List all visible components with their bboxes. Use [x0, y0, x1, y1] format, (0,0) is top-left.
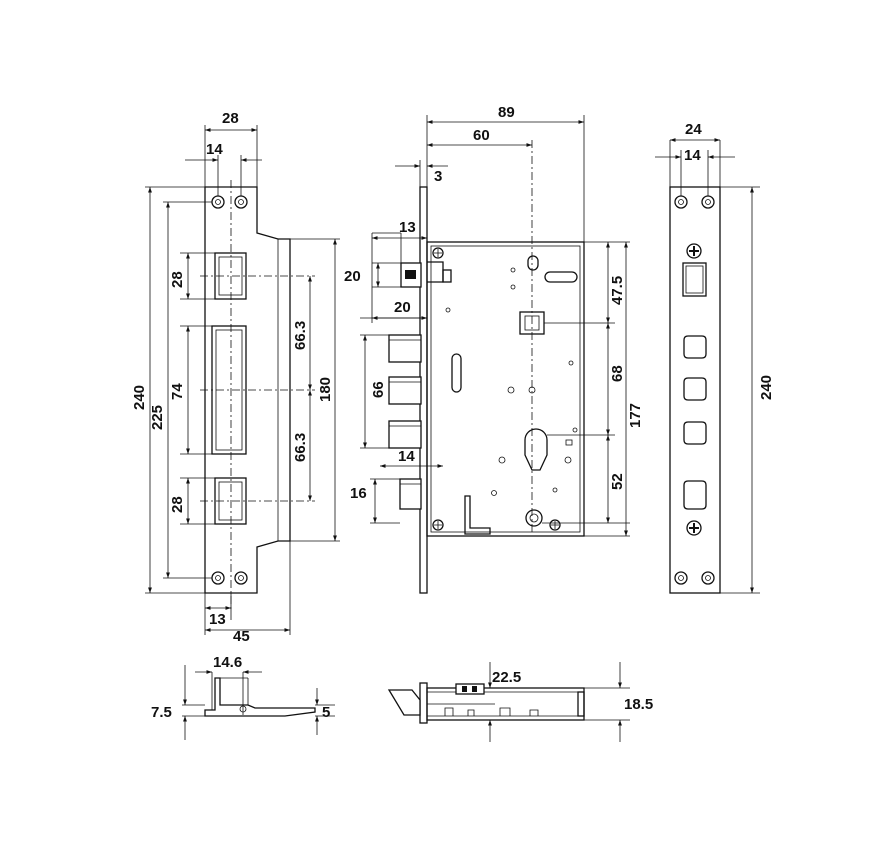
faceplate-outline: [669, 186, 721, 594]
dim-strike-45: 45: [233, 628, 250, 645]
dim-strike-window-74: 74: [169, 383, 186, 400]
dim-lock-20-height: 20: [344, 268, 361, 285]
dim-lock-66: 66: [370, 381, 387, 398]
dim-faceplate-24: 24: [685, 121, 702, 138]
dim-strike-hole-span-225: 225: [149, 405, 166, 430]
strike-plate-front-view: 28 14 240 225 28 28 74 66.3 66.3 180 13 …: [131, 110, 340, 645]
dim-lock-68: 68: [609, 365, 626, 382]
dim-lock-60: 60: [473, 127, 490, 144]
lock-case: [426, 241, 585, 537]
lock-body-view: 89 60 3 13 20 20 66 14 16 47.5 68 177 52: [344, 104, 644, 594]
dim-strike-hole-14: 14: [206, 141, 223, 158]
dim-lock-bottom-18-5: 18.5: [624, 696, 653, 713]
dim-strike-cut-top-28: 28: [169, 271, 186, 288]
dim-strike-66-3-top: 66.3: [292, 321, 309, 350]
dim-lock-bottom-22-5: 22.5: [492, 669, 521, 686]
cylinder-cutout: [524, 428, 548, 471]
dim-lock-177: 177: [627, 403, 644, 428]
dim-lock-3: 3: [434, 168, 442, 185]
dim-lock-14: 14: [398, 448, 415, 465]
dim-strike-13: 13: [209, 611, 226, 628]
dim-strike-width-28: 28: [222, 110, 239, 127]
dim-lock-52: 52: [609, 473, 626, 490]
dim-strike-side-14-6: 14.6: [213, 654, 242, 671]
dim-faceplate-240: 240: [758, 375, 775, 400]
dim-strike-side-7-5: 7.5: [151, 704, 172, 721]
lock-bottom-view: 22.5 18.5: [387, 662, 653, 742]
faceplate-phillips-screw-icon: [686, 243, 702, 536]
strike-side-view: 14.6 7.5 5: [151, 654, 335, 740]
dim-strike-66-3-bottom: 66.3: [292, 433, 309, 462]
dim-lock-16: 16: [350, 485, 367, 502]
dim-faceplate-14: 14: [684, 147, 701, 164]
dim-lock-47-5: 47.5: [609, 276, 626, 305]
case-holes: [445, 267, 578, 496]
dim-lock-13: 13: [399, 219, 416, 236]
case-screws: [432, 247, 561, 531]
dim-strike-cut-bottom-28: 28: [169, 496, 186, 513]
dim-strike-180: 180: [317, 377, 334, 402]
faceplate-front-view: 24 14 240: [655, 121, 775, 594]
dim-strike-height-240: 240: [131, 385, 148, 410]
strike-side-profile: [204, 677, 316, 717]
dim-strike-side-5: 5: [322, 704, 330, 721]
dim-lock-89: 89: [498, 104, 515, 121]
dim-lock-20-width: 20: [394, 299, 411, 316]
